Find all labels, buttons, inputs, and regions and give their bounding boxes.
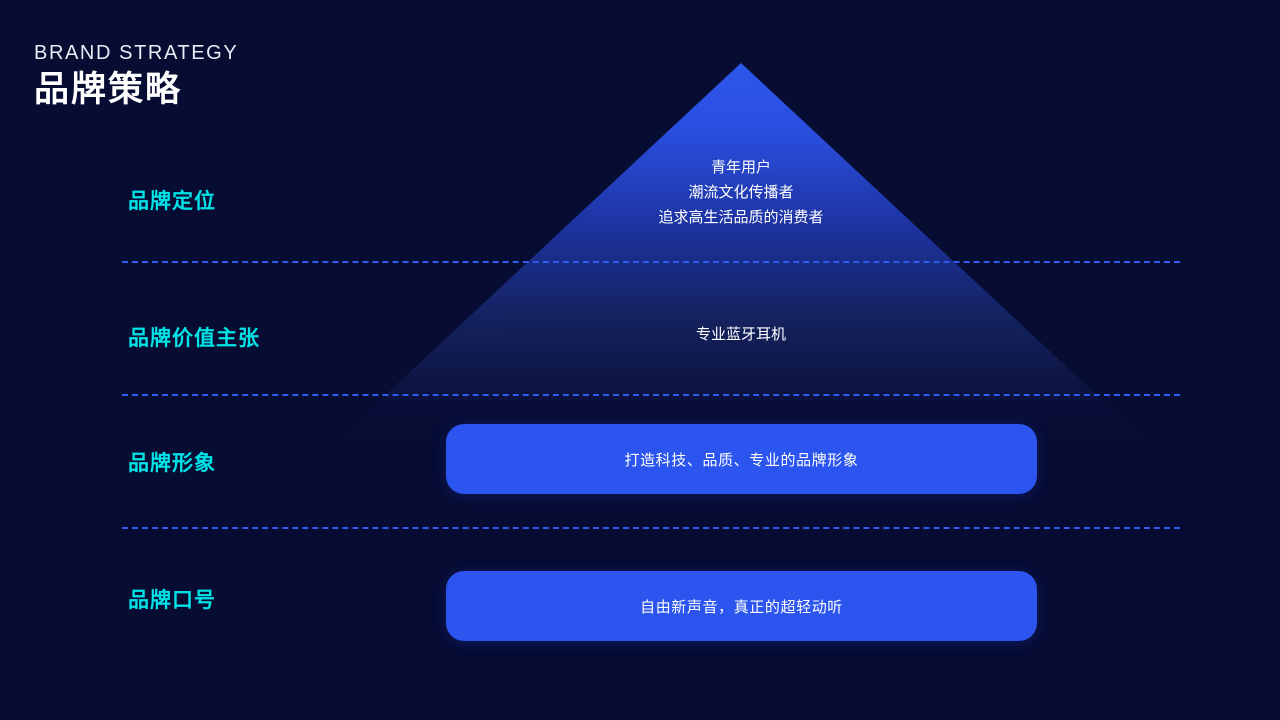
- separator-line-3: [122, 527, 1180, 529]
- card-brand-slogan[interactable]: 自由新声音，真正的超轻动听: [446, 571, 1037, 641]
- card-brand-image-text: 打造科技、品质、专业的品牌形象: [624, 451, 859, 469]
- pyramid-tier-top-text: 青年用户 潮流文化传播者 追求高生活品质的消费者: [541, 155, 941, 230]
- card-brand-slogan-text: 自由新声音，真正的超轻动听: [640, 598, 843, 616]
- title-chinese: 品牌策略: [34, 70, 183, 109]
- pyramid-top-line-2: 潮流文化传播者: [688, 184, 794, 201]
- title-english: BRAND STRATEGY: [34, 42, 239, 64]
- page-title: BRAND STRATEGY 品牌策略: [34, 42, 238, 111]
- separator-line-2: [122, 394, 1180, 396]
- pyramid-tier-mid-text: 专业蓝牙耳机: [695, 326, 786, 343]
- row-label-brand-value-proposition: 品牌价值主张: [128, 327, 260, 350]
- separator-line-1: [122, 261, 1180, 263]
- row-label-brand-image: 品牌形象: [128, 452, 216, 475]
- pyramid-top-line-3: 追求高生活品质的消费者: [658, 209, 824, 226]
- pyramid-top-line-1: 青年用户: [710, 159, 771, 176]
- row-label-brand-positioning: 品牌定位: [128, 190, 216, 213]
- row-label-brand-slogan: 品牌口号: [128, 589, 216, 612]
- card-brand-image[interactable]: 打造科技、品质、专业的品牌形象: [446, 424, 1037, 494]
